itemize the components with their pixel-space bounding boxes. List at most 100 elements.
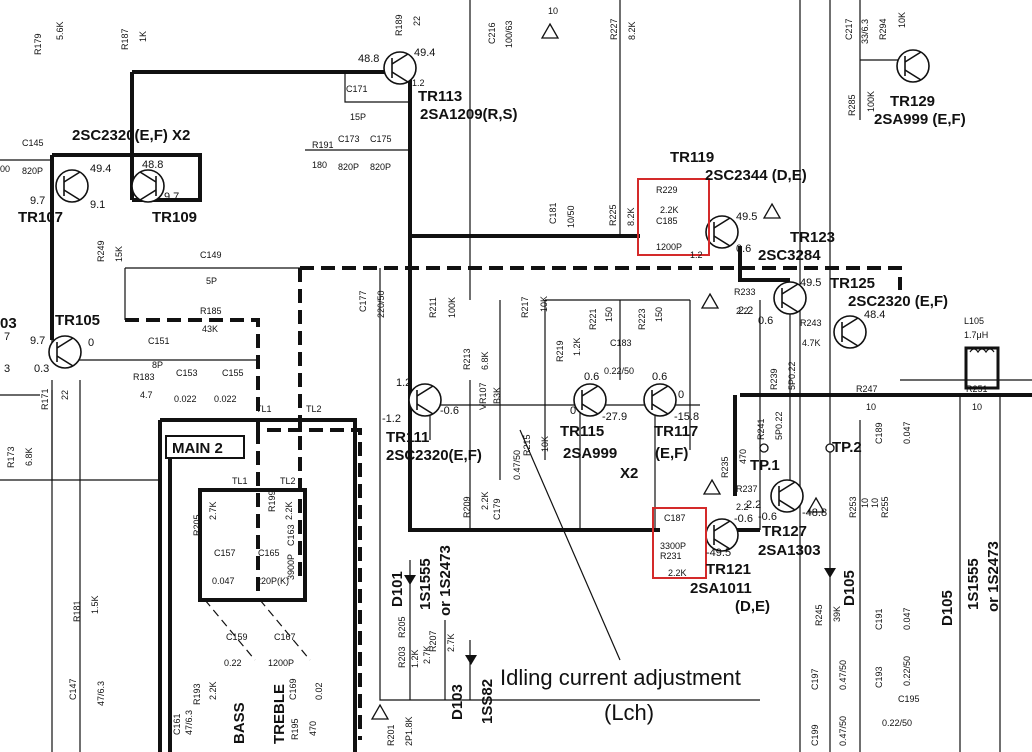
tr105-label: TR105 [55, 312, 100, 329]
r249-ref: R249 [96, 240, 106, 262]
test-point-markers [759, 443, 835, 453]
transistor-tr129 [896, 49, 930, 83]
d103-ref: D103 [449, 684, 466, 720]
voltage-tr107-c: 9.1 [90, 199, 105, 211]
r219-ref: R219 [555, 340, 565, 362]
voltage-readings: 48.8 49.4 1.2 49.4 48.8 9.7 9.1 9.7 49.5… [0, 6, 885, 559]
r285-value: 100K [866, 91, 876, 112]
c169-value: 0.02 [314, 682, 324, 700]
voltage-tr111-b: -1.2 [382, 413, 401, 425]
r209-value: 2.2K [480, 491, 490, 510]
annotation-line1: Idling current adjustment [500, 665, 741, 690]
c189-value: 0.047 [902, 421, 912, 444]
c159-value: 0.22 [224, 658, 242, 668]
vr107-value: B3K [492, 387, 502, 404]
c151-value: 8P [152, 360, 163, 370]
diode-d103-symbol [465, 655, 477, 665]
r217-ref: R217 [520, 296, 530, 318]
r235-value: 470 [738, 449, 748, 464]
voltage-tr109-e: 48.8 [142, 159, 163, 171]
r227-ref: R227 [609, 18, 619, 40]
tr125-label: TR125 [830, 275, 875, 292]
voltage-tr109-b: 9.7 [164, 191, 179, 203]
voltage-tr113-e: 49.4 [414, 47, 435, 59]
voltage-tr107-e: 49.4 [90, 163, 111, 175]
r197-ref: R205 [192, 514, 202, 536]
c175-ref: C175 [370, 134, 392, 144]
r239-ref: R239 [769, 368, 779, 390]
r229-ref: R229 [656, 185, 678, 195]
warning-icon [370, 22, 826, 720]
c199-value: 0.47/50 [838, 716, 848, 746]
c149-ref: C149 [200, 250, 222, 260]
r213-ref: R213 [462, 348, 472, 370]
transistor-tr111 [408, 383, 442, 417]
main2-title: MAIN 2 [172, 440, 223, 457]
c195-value: 0.22/50 [882, 718, 912, 728]
r215-ref: R215 [522, 434, 532, 456]
c187-ref: C187 [664, 513, 686, 523]
r187-ref: R187 [120, 28, 130, 50]
c197-ref: C197 [810, 668, 820, 690]
treble-label: TREBLE [271, 684, 288, 744]
c216-ref: C216 [487, 22, 497, 44]
d105-part: 1S1555 [965, 558, 982, 610]
r237-value: 2.2 [736, 502, 749, 512]
annotation-line2: (Lch) [604, 700, 654, 725]
edge-label-00: 00 [0, 164, 10, 174]
voltage-tr121-e: -49.5 [706, 547, 731, 559]
c157-value: 0.047 [212, 576, 235, 586]
tp2-label: TP.2 [832, 439, 862, 456]
c171-ref: C171 [346, 84, 368, 94]
tr117-label: TR117 [654, 423, 698, 440]
transistor-tr121 [705, 518, 739, 552]
r235-ref: R235 [720, 456, 730, 478]
r253-value: 10 [860, 498, 870, 508]
r203-value: 1.2K [410, 649, 420, 668]
r203-ref: R203 [397, 646, 407, 668]
tr121-grade: (D,E) [735, 598, 770, 615]
transistor-tr115 [573, 383, 607, 417]
r237-ref: R237 [736, 484, 758, 494]
c193-ref: C193 [874, 666, 884, 688]
r183-ref: R183 [133, 372, 155, 382]
tr125-part: 2SC2320 (E,F) [848, 293, 948, 310]
c173-ref: C173 [338, 134, 360, 144]
c217-value: 33/6.3 [860, 19, 870, 44]
r201-ref: R201 [386, 724, 396, 746]
c195-ref: C195 [898, 694, 920, 704]
voltage-tr119-b: 1.2 [690, 250, 703, 260]
r223-ref: R223 [637, 308, 647, 330]
d105-alt: or 1S2473 [985, 541, 1002, 612]
r247-value: 10 [866, 402, 876, 412]
r199-ref: R199 [267, 490, 277, 512]
r233-value: 2.2 [736, 306, 749, 316]
r181-ref: R181 [72, 600, 82, 622]
r245-ref: R245 [814, 604, 824, 626]
r207-value: 2.7K [446, 633, 456, 652]
l105-value: 1.7μH [964, 330, 988, 340]
r191-ref: R191 [312, 140, 334, 150]
r249-value: 15K [114, 246, 124, 262]
c147-ref: C147 [68, 678, 78, 700]
voltage-tr121-c: -0.6 [734, 513, 753, 525]
voltage-tr119-e: 49.5 [736, 211, 757, 223]
c169-ref: C169 [288, 678, 298, 700]
r251-ref: R251 [966, 384, 988, 394]
r221-value: 150 [604, 307, 614, 322]
tr117-part: (E,F) [655, 445, 688, 462]
r255-ref: R255 [880, 496, 890, 518]
tr107-label: TR107 [18, 209, 63, 226]
tr123-label: TR123 [790, 229, 835, 246]
c161-ref: C161 [172, 713, 182, 735]
d105-ref-b: D105 [939, 590, 956, 626]
l105-ref: L105 [964, 316, 984, 326]
r247-ref: R247 [856, 384, 878, 394]
voltage-tr127-e: -48.8 [802, 507, 827, 519]
c181-ref: C181 [548, 202, 558, 224]
c185-value: 1200P [656, 242, 682, 252]
r189-ref: R189 [394, 14, 404, 36]
c199-ref: C199 [810, 724, 820, 746]
voltage-tr115-e: -27.9 [602, 411, 627, 423]
